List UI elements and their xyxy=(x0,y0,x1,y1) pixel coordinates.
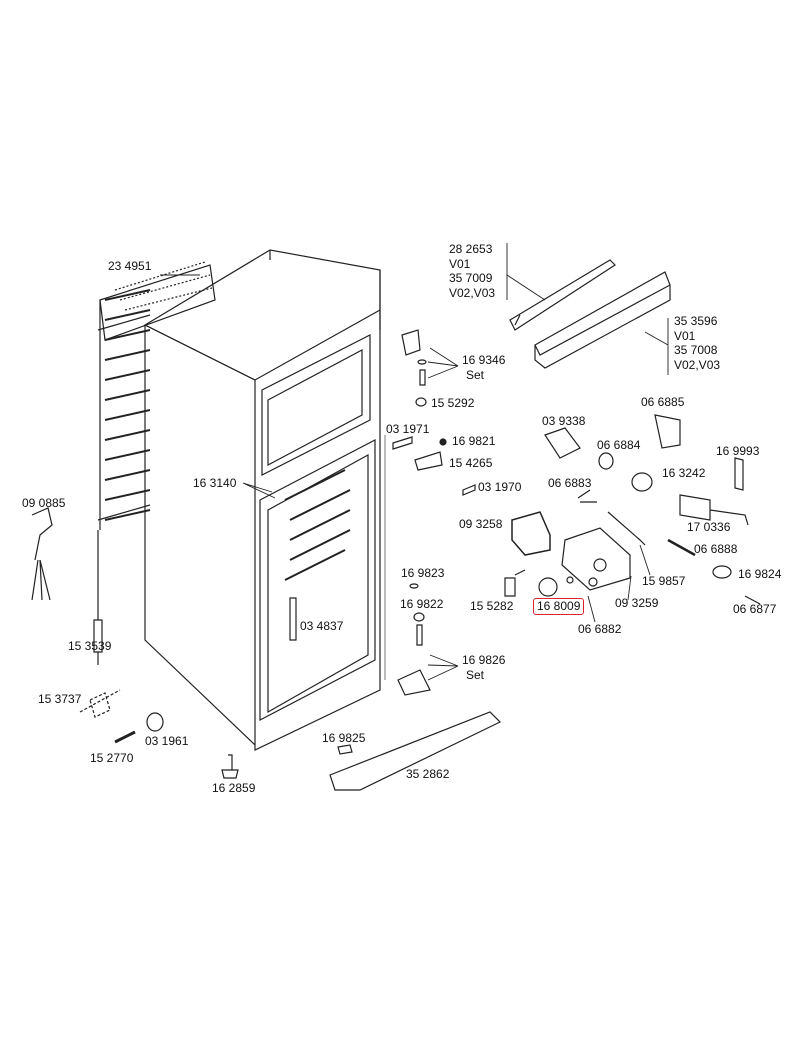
label-line: 28 2653 xyxy=(449,242,493,256)
label-line: 16 9346 xyxy=(462,353,506,367)
label-line: 35 3596 xyxy=(674,314,718,328)
condenser-drawing xyxy=(97,261,216,620)
label-cap: 16 9824 xyxy=(738,567,782,581)
label-thermostat: 17 0336 xyxy=(687,520,731,534)
label-line: V02,V03 xyxy=(449,285,496,300)
label-bushing-bottom: 16 9822 xyxy=(400,597,444,611)
label-hinge-bottom-set: 16 9826 Set xyxy=(462,653,505,682)
label-button: 06 6882 xyxy=(578,622,622,636)
label-line: V02,V03 xyxy=(674,357,721,372)
label-rail-a: 28 2653 V01 35 7009 V02,V03 xyxy=(449,242,495,300)
label-knob-highlighted[interactable]: 16 8009 xyxy=(533,598,585,615)
label-clip-small: 06 6877 xyxy=(733,602,777,616)
label-line: 16 9826 xyxy=(462,653,506,667)
label-line: V01 xyxy=(449,256,471,271)
label-washer-bottom: 16 9823 xyxy=(401,566,445,580)
label-housing: 09 3259 xyxy=(615,596,659,610)
label-bushing-top: 15 5292 xyxy=(431,396,475,410)
parts-drawings xyxy=(31,259,761,791)
label-drier: 15 3539 xyxy=(68,639,112,653)
label-hinge-top-set: 16 9346 Set xyxy=(462,353,505,382)
label-spring: 06 6883 xyxy=(548,476,592,490)
label-switch: 16 3242 xyxy=(662,466,706,480)
label-hinge-mid: 15 4265 xyxy=(449,456,493,470)
label-bracket: 06 6885 xyxy=(641,395,685,409)
label-line: Set xyxy=(466,367,485,382)
label-lamp: 03 9338 xyxy=(542,414,586,428)
label-washer-mid: 16 9821 xyxy=(452,434,496,448)
label-foot: 16 2859 xyxy=(212,781,256,795)
label-condenser: 23 4951 xyxy=(108,259,152,273)
fridge-cabinet-drawing xyxy=(143,249,381,751)
label-pin: 15 2770 xyxy=(90,751,134,765)
label-kickplate: 35 2862 xyxy=(406,767,450,781)
label-actuator: 15 9857 xyxy=(642,574,686,588)
label-line: 35 7008 xyxy=(674,343,718,357)
label-power-cord: 09 0885 xyxy=(22,496,66,510)
label-drain: 03 4837 xyxy=(300,619,344,633)
label-cover: 09 3258 xyxy=(459,517,503,531)
label-pad: 16 9825 xyxy=(322,731,366,745)
label-line: 35 7009 xyxy=(449,271,493,285)
label-shelf-support: 16 3140 xyxy=(193,476,237,490)
label-lamp-seal: 06 6884 xyxy=(597,438,641,452)
label-clip: 16 9993 xyxy=(716,444,760,458)
label-line: V01 xyxy=(674,328,696,343)
label-grommet: 03 1961 xyxy=(145,734,189,748)
label-capillary-part: 15 3737 xyxy=(38,692,82,706)
label-rail-b: 35 3596 V01 35 7008 V02,V03 xyxy=(674,314,720,372)
label-spacer: 03 1970 xyxy=(478,480,522,494)
label-plate: 03 1971 xyxy=(386,422,430,436)
label-rod: 06 6888 xyxy=(694,542,738,556)
leader-lines xyxy=(160,243,669,681)
label-connector: 15 5282 xyxy=(470,599,514,613)
label-line: Set xyxy=(466,667,485,682)
